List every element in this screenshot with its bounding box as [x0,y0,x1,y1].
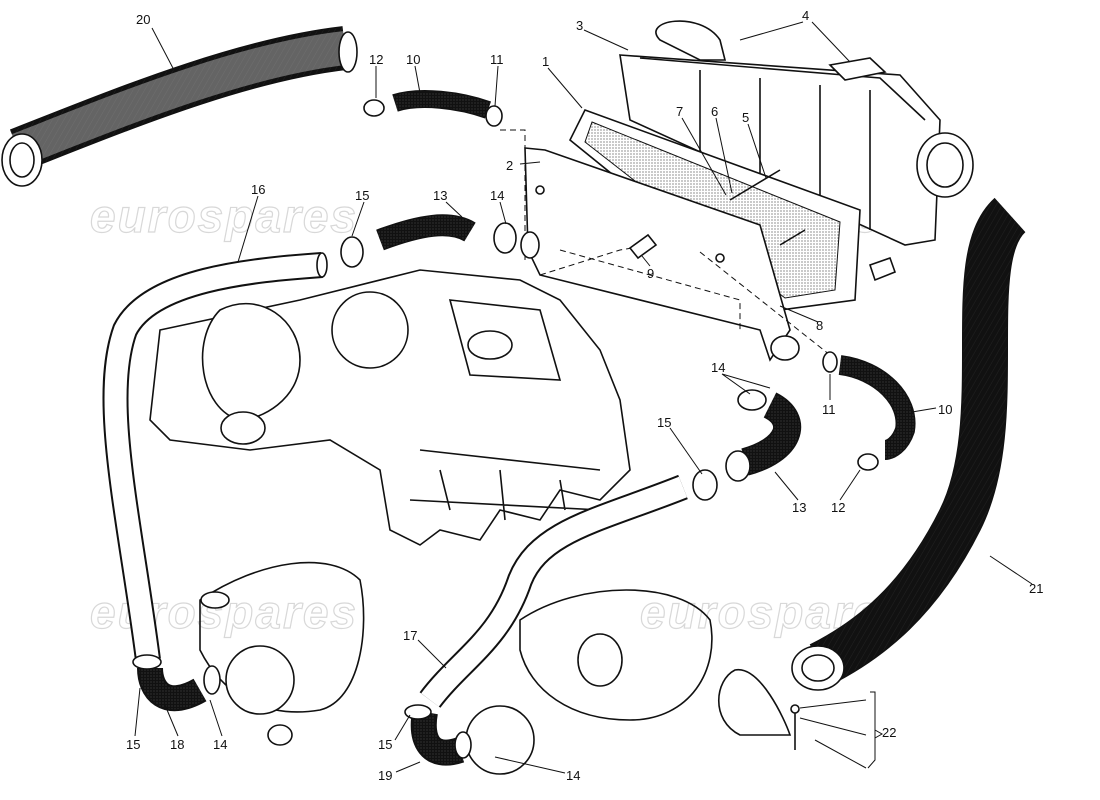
callouts: 20 12 10 11 3 4 1 7 6 5 2 16 15 13 14 9 … [126,8,1043,783]
hose-13-upper [340,214,540,268]
hose-10-lower [822,351,916,471]
connector-9 [628,233,658,260]
air-filter-housing [619,20,974,246]
hose-13-lower [692,389,802,501]
hose-10-upper [363,90,503,127]
breather-hose-17 [419,474,688,708]
callout-1: 1 [542,54,549,69]
callout-4: 4 [802,8,809,23]
callout-7: 7 [676,104,683,119]
callout-15: 15 [657,415,671,430]
p-clip-22 [717,669,884,769]
callout-16: 16 [251,182,265,197]
callout-11: 11 [822,402,836,417]
callout-3: 3 [576,18,583,33]
callout-14: 14 [213,737,227,752]
callout-15: 15 [126,737,140,752]
callout-19: 19 [378,768,392,783]
callout-21: 21 [1029,581,1043,596]
callout-15: 15 [355,188,369,203]
svg-text:eurospares: eurospares [90,190,358,242]
callout-22: 22 [882,725,896,740]
clamp-11 [485,105,503,127]
callout-5: 5 [742,110,749,125]
base-plate [500,129,831,362]
engine-intake-assembly [149,269,631,546]
callout-12: 12 [369,52,383,67]
callout-13: 13 [792,500,806,515]
breather-hose-16 [102,252,328,662]
callout-20: 20 [136,12,150,27]
callout-18: 18 [170,737,184,752]
intake-hose-20 [1,26,358,187]
intake-hose-21 [791,197,1028,691]
callout-2: 2 [506,158,513,173]
callout-8: 8 [816,318,823,333]
callout-14: 14 [711,360,725,375]
turbocharger-right [404,589,713,775]
callout-10: 10 [938,402,952,417]
clamp-12 [363,99,385,117]
callout-9: 9 [647,266,654,281]
callout-10: 10 [406,52,420,67]
callout-17: 17 [403,628,417,643]
callout-15: 15 [378,737,392,752]
turbocharger-left [132,561,365,746]
callout-14: 14 [566,768,580,783]
callout-6: 6 [711,104,718,119]
leader-lines [134,21,1033,774]
callout-14: 14 [490,188,504,203]
callout-11: 11 [490,52,504,67]
callout-13: 13 [433,188,447,203]
callout-12: 12 [831,500,845,515]
